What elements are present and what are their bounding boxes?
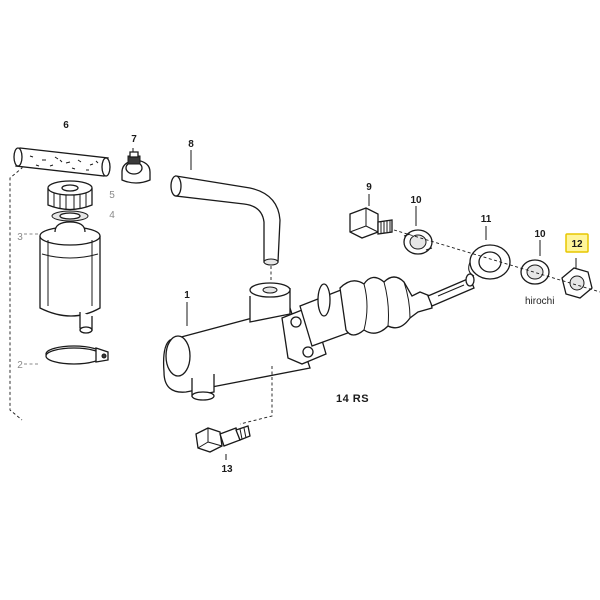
clamp-part-2 [45,345,109,365]
boot-and-pushrod [339,273,475,336]
label-part-2: 2 [17,360,23,371]
ring-part-11 [468,226,511,280]
label-part-6: 6 [63,120,69,131]
reservoir-group [9,147,111,421]
label-part-9: 9 [366,182,372,193]
label-part-3: 3 [17,232,23,243]
label-part-1: 1 [184,290,190,301]
part-labels: 6 7 8 5 4 3 2 9 10 11 10 1 13 12 hirochi… [17,120,589,475]
elbow-hose-part-8 [170,150,281,290]
label-part-7: 7 [131,134,137,145]
label-part-5: 5 [109,190,115,201]
clamp-part-7 [121,148,151,184]
reservoir-part-3 [39,221,101,334]
label-part-10b: 10 [534,229,546,240]
label-part-11: 11 [481,214,492,225]
bolt-part-13 [195,366,273,460]
label-part-13: 13 [221,464,233,475]
washer-part-10a [403,206,433,255]
cap-part-5 [47,180,93,211]
label-part-8: 8 [188,139,194,150]
highlight-box-part-12 [565,233,589,253]
seal-part-4 [51,210,89,222]
diagram-caption: 14 RS [336,393,369,405]
label-part-10a: 10 [410,195,422,206]
nut-part-12 [561,258,593,299]
label-part-4: 4 [109,210,115,221]
hose-part-6 [13,147,111,177]
watermark-text: hirochi [525,296,554,307]
washer-part-10b [520,240,550,285]
bolt-part-9 [349,194,393,239]
master-cylinder-part-1 [162,282,357,401]
label-part-12: 12 [571,239,583,250]
